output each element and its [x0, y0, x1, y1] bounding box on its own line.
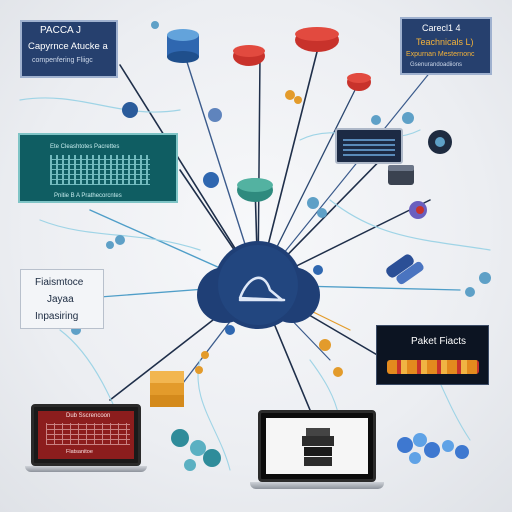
laptop-left: Dub Sscrencoon Flatsanitoe — [31, 404, 141, 466]
panel-line-2: compenfering Fliigc — [32, 57, 93, 64]
laptop-table — [46, 423, 130, 445]
panel-title: Carecl1 4 — [422, 23, 461, 33]
packet-strip — [387, 360, 479, 374]
panel-line-2: Jayaa — [47, 294, 74, 305]
laptop-line-2: Flatsanitoe — [66, 449, 93, 455]
info-panel-mid-left: Ete Cleashtotes Pacrettes Pnitie B A Pra… — [18, 133, 178, 203]
panel-header: Ete Cleashtotes Pacrettes — [50, 144, 120, 150]
database-icon — [167, 29, 199, 63]
monitor-device — [335, 128, 403, 164]
router-icon — [233, 27, 371, 91]
panel-line-1: Fiaismtoce — [35, 277, 84, 288]
gear-icon — [428, 130, 452, 154]
cloud-icon — [197, 241, 320, 329]
small-nodes — [71, 21, 491, 377]
laptop-screen-content: Dub Sscrencoon Flatsanitoe — [38, 411, 134, 459]
network-node-icon — [386, 254, 424, 285]
laptop-line-1: Dub Sscrencoon — [66, 413, 111, 419]
panel-line-3: Inpasiring — [35, 311, 79, 322]
laptop-left-base — [25, 466, 147, 472]
network-node-icon — [237, 178, 273, 202]
panel-footer: Pnitie B A Prathecorcntes — [54, 193, 122, 199]
panel-line-2: Expurnan Mesternonc — [406, 51, 475, 58]
info-panel-right: Paket Fiacts — [376, 325, 489, 385]
info-panel-left: Fiaismtoce Jayaa Inpasiring — [20, 269, 104, 329]
server-icon — [150, 371, 184, 407]
panel-title: PACCA J — [40, 25, 81, 36]
info-panel-top-left: PACCA J Capyrnce Atucke a compenfering F… — [20, 20, 118, 78]
network-node-icon — [171, 429, 221, 471]
server-icon — [302, 428, 334, 466]
info-panel-top-right: Carecl1 4 Teachnicals L) Expurnan Mester… — [400, 17, 492, 75]
panel-line-3: Gsenurandoadiions — [410, 62, 463, 68]
screen-bars — [343, 138, 395, 156]
panel-title: Paket Fiacts — [411, 336, 467, 347]
table-grid — [50, 155, 150, 185]
panel-line-1: Capyrnce Atucke a — [28, 41, 108, 52]
network-node-icon — [397, 433, 469, 464]
laptop-center-base — [250, 482, 384, 489]
laptop-center-screen — [266, 418, 368, 474]
panel-line-1: Teachnicals L) — [416, 37, 474, 47]
server-icon — [388, 165, 414, 185]
laptop-center — [258, 410, 376, 482]
